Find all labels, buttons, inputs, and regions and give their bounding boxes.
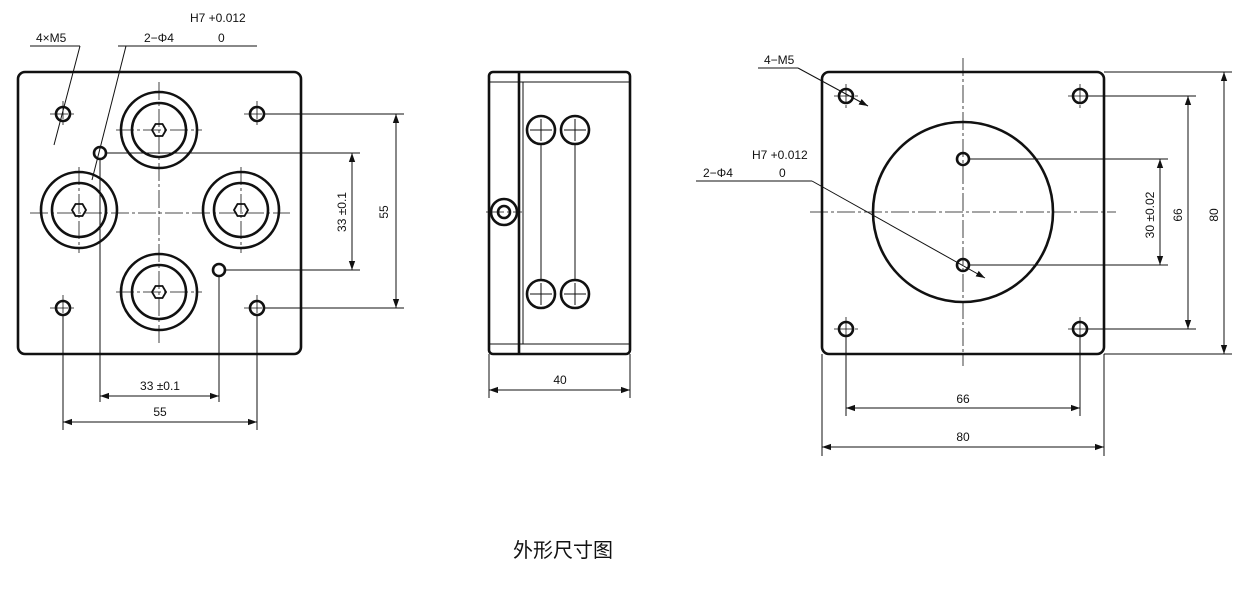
socket-screw-left — [39, 167, 119, 253]
dim-horizontal-55: 55 — [153, 405, 167, 419]
back-tolerance-lower: 0 — [779, 166, 786, 180]
dim-back-vertical-80: 80 — [1207, 208, 1221, 222]
back-tolerance-upper: H7 +0.012 — [752, 148, 808, 162]
back-thread-callout: 4−M5 — [764, 53, 795, 67]
pin-callout-label: 2−Φ4 — [144, 31, 174, 45]
dim-back-horizontal-66: 66 — [956, 392, 970, 406]
back-vertical-dims — [969, 71, 1232, 355]
back-view-centerlines — [810, 58, 1116, 366]
front-horizontal-dims — [62, 159, 258, 430]
drawing-caption: 外形尺寸图 — [513, 538, 613, 562]
tolerance-lower-label: 0 — [218, 31, 225, 45]
front-vertical-dims — [106, 113, 404, 309]
side-pin-holes — [525, 114, 591, 310]
front-leaders — [30, 45, 257, 181]
side-boss — [486, 197, 522, 227]
front-view: 4×M5 2−Φ4 H7 +0.012 0 33 ±0.1 55 33 ±0.1… — [16, 11, 404, 430]
central-bore — [871, 120, 1055, 304]
socket-screw-right — [201, 167, 281, 253]
dim-vertical-55: 55 — [377, 205, 391, 219]
dim-back-vertical-30: 30 ±0.02 — [1143, 191, 1157, 238]
side-view: 40 — [486, 70, 632, 398]
dim-side-width: 40 — [553, 373, 567, 387]
socket-screw-bottom — [116, 252, 202, 332]
side-dim-40 — [488, 354, 631, 398]
side-view-outline — [487, 70, 632, 356]
dim-back-vertical-66: 66 — [1171, 208, 1185, 222]
socket-screws — [39, 90, 281, 332]
pin-holes — [92, 145, 227, 278]
back-horizontal-dims — [821, 336, 1105, 456]
back-leaders — [696, 67, 986, 279]
dim-back-horizontal-80: 80 — [956, 430, 970, 444]
m5-thread-holes — [50, 101, 270, 321]
thread-callout-label: 4×M5 — [36, 31, 67, 45]
front-view-outline — [16, 70, 303, 356]
tolerance-upper-label: H7 +0.012 — [190, 11, 246, 25]
socket-screw-top — [116, 90, 202, 170]
back-view: 4−M5 H7 +0.012 2−Φ4 0 30 ±0.02 66 80 — [696, 53, 1232, 456]
dim-horizontal-33: 33 ±0.1 — [140, 379, 180, 393]
dim-vertical-33: 33 ±0.1 — [335, 192, 349, 232]
back-pin-callout: 2−Φ4 — [703, 166, 733, 180]
pin-hole — [211, 262, 227, 278]
